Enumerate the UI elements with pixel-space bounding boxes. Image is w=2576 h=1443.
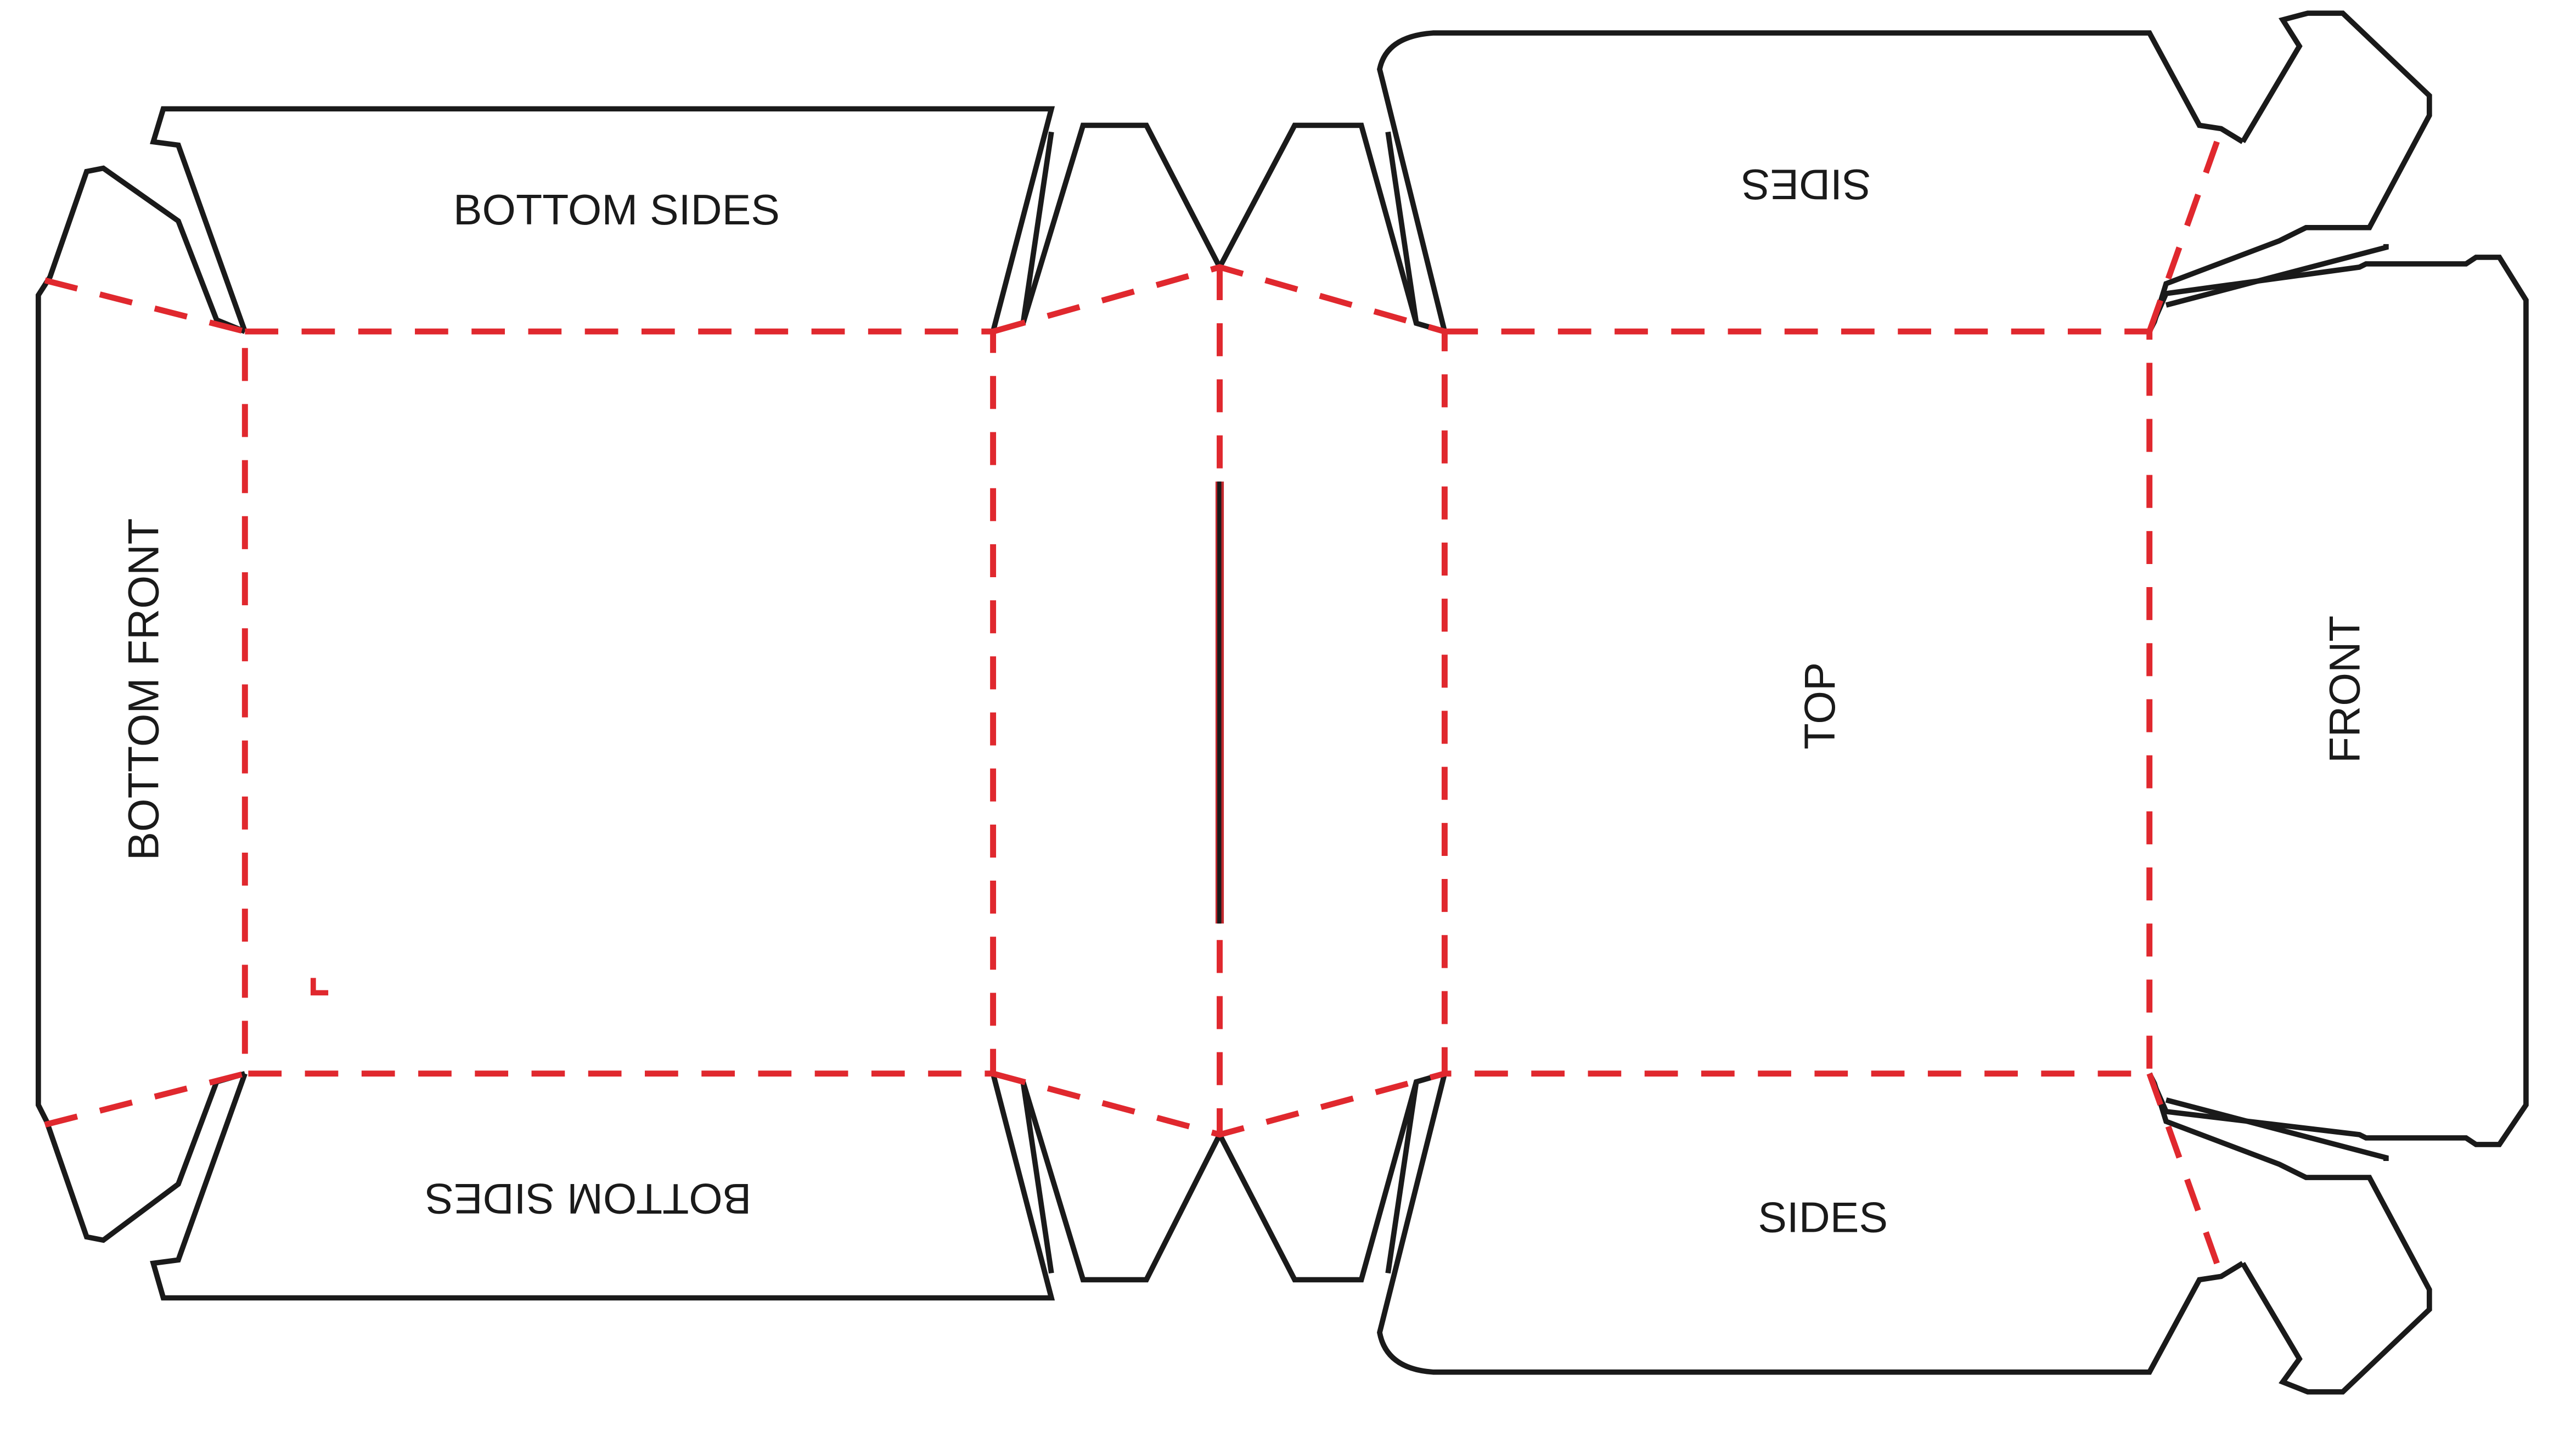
cut-center-lower-gusset [992, 1071, 1446, 1283]
label-front: FRONT [2320, 616, 2369, 763]
fold-top-panel [1441, 328, 2153, 1077]
label-bottom-sides-top: BOTTOM SIDES [453, 185, 780, 234]
cut-bottom-front-panel [35, 165, 246, 1243]
cut-center-upper-gusset [992, 122, 1446, 334]
fold-right-upper-diagonal [2146, 124, 2226, 332]
cut-center-upper-gusset-inner-right [1385, 131, 1419, 324]
cut-lines [35, 10, 2529, 1395]
fold-corner-mark [310, 978, 329, 996]
fold-right-lower-diagonal [2146, 1072, 2226, 1281]
cut-lower-right-tuck-flap [2147, 1072, 2432, 1395]
fold-left-lower-diagonal [44, 1070, 246, 1128]
fold-left-upper-diagonal [44, 277, 246, 335]
label-bottom-sides-bottom: BOTTOM SIDES [425, 1175, 751, 1223]
panel-labels: BOTTOM SIDES BOTTOM SIDES BOTTOM FRONT S… [119, 161, 2369, 1242]
cut-bottom-sides-bottom-panel [150, 1073, 1055, 1301]
cut-sides-top-panel [1377, 30, 2245, 332]
center-slot [1215, 481, 1224, 924]
cut-center-lower-gusset-inner-left [1020, 1081, 1054, 1274]
label-bottom-front: BOTTOM FRONT [119, 518, 167, 861]
cut-lower-right-tuck-inner [2165, 1097, 2389, 1162]
cut-bottom-sides-top-panel [150, 106, 1055, 332]
slot-core [1217, 481, 1222, 924]
fold-bottom-base [241, 328, 997, 1077]
cut-sides-bottom-panel [1377, 1073, 2245, 1375]
cut-center-lower-gusset-inner-right [1385, 1081, 1419, 1274]
cut-upper-right-tuck-flap [2147, 10, 2432, 333]
cut-center-upper-gusset-inner-left [1020, 131, 1054, 324]
label-top: TOP [1796, 662, 1844, 749]
cut-upper-right-tuck-inner [2165, 244, 2389, 308]
label-sides-bottom: SIDES [1758, 1193, 1888, 1242]
cut-front-panel [2147, 255, 2529, 1147]
fold-lines [44, 124, 2226, 1281]
label-sides-top: SIDES [1741, 161, 1871, 209]
